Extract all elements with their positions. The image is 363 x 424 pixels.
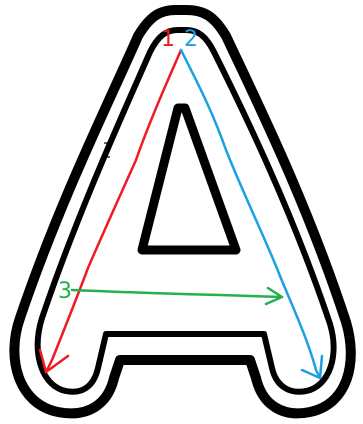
- stroke-2-number: 2: [184, 27, 198, 52]
- stroke-3-number: 3: [58, 279, 72, 304]
- stroke-1-number: 1: [161, 27, 175, 52]
